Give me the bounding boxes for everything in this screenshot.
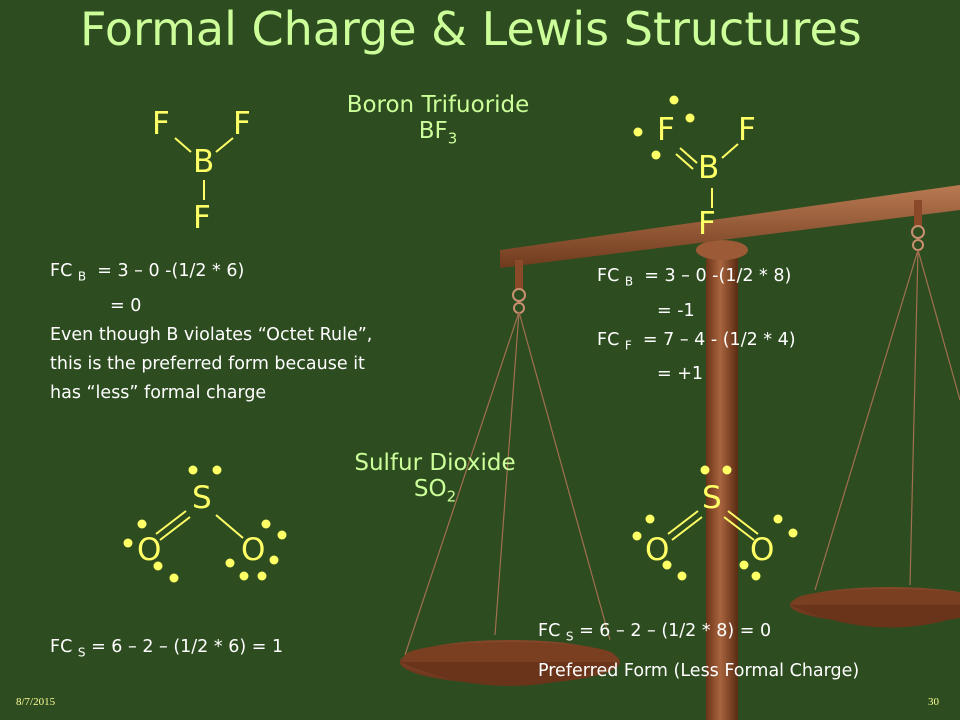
atom-o: O: [241, 532, 266, 568]
bf3-left-calculation: FC B = 3 – 0 -(1/2 * 6) = 0 Even though …: [50, 257, 372, 408]
so2-left-calculation: FC S = 6 – 2 – (1/2 * 6) = 1: [50, 637, 284, 660]
preferred-form-note: Preferred Form (Less Formal Charge): [538, 660, 860, 681]
calc-line: = -1: [657, 300, 695, 321]
calc-line: FC B = 3 – 0 -(1/2 * 8): [597, 266, 792, 289]
slide-page-number: 30: [928, 696, 939, 708]
bf3-header: Boron Trifuoride BF3: [318, 92, 558, 148]
atom-f: F: [698, 206, 716, 242]
calc-line: FC S = 6 – 2 – (1/2 * 8) = 0: [538, 621, 772, 644]
atom-f: F: [738, 112, 756, 148]
atom-s: S: [702, 480, 722, 516]
calc-line: FC B = 3 – 0 -(1/2 * 6): [50, 261, 245, 284]
atom-o: O: [750, 532, 775, 568]
calc-line: = +1: [657, 364, 704, 384]
atom-f: F: [193, 200, 211, 236]
note-line: has “less” formal charge: [50, 382, 267, 403]
so2-header: Sulfur Dioxide SO2: [320, 450, 550, 506]
slide-date: 8/7/2015: [16, 696, 56, 708]
bf3-formula: BF3: [418, 118, 458, 148]
bf3-name: Boron Trifuoride: [346, 92, 530, 118]
atom-b: B: [698, 150, 720, 186]
note-line: this is the preferred form because it: [50, 353, 365, 374]
calc-line: = 0: [110, 295, 142, 316]
atom-b: B: [193, 144, 215, 180]
so2-right-calculation: FC S = 6 – 2 – (1/2 * 8) = 0 Preferred F…: [538, 614, 859, 688]
atom-f: F: [233, 106, 251, 142]
slide-title: Formal Charge & Lewis Structures: [80, 2, 862, 56]
atom-o: O: [137, 532, 162, 568]
so2-formula: SO2: [413, 476, 457, 506]
calc-line: FC F = 7 – 4 - (1/2 * 4): [597, 329, 796, 353]
bf3-right-calculation: FC B = 3 – 0 -(1/2 * 8) = -1 FC F = 7 – …: [597, 262, 796, 389]
atom-s: S: [192, 480, 212, 516]
atom-o: O: [645, 532, 670, 568]
so2-name: Sulfur Dioxide: [354, 450, 516, 476]
atom-f: F: [657, 112, 675, 148]
note-line: Even though B violates “Octet Rule”,: [50, 324, 373, 345]
atom-f: F: [152, 106, 170, 142]
